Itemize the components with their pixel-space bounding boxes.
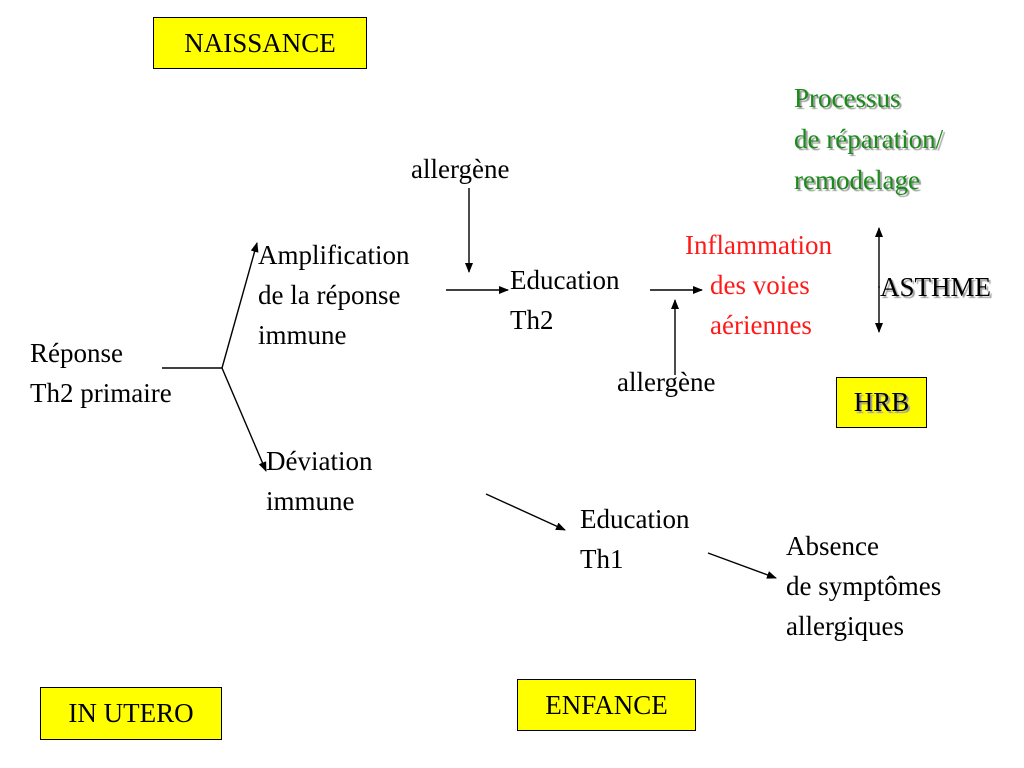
education-th1-node: Education Th1: [580, 499, 689, 579]
hrb-label: HRB: [853, 387, 910, 417]
absence-line-1: Absence: [786, 531, 879, 561]
absence-line-3: allergiques: [786, 611, 904, 641]
naissance-label: NAISSANCE: [184, 27, 336, 58]
inflammation-line-3: aériennes: [710, 310, 812, 340]
deviation-line-1: Déviation: [266, 446, 373, 476]
inflammation-line-2: des voies: [710, 270, 810, 300]
deviation-node: Déviation immune: [266, 441, 372, 521]
education-th1-line-1: Education: [580, 504, 690, 534]
allergene-bottom: allergène: [617, 362, 715, 402]
amplification-line-3: immune: [258, 320, 347, 350]
naissance-box: NAISSANCE: [153, 17, 367, 69]
enfance-box: ENFANCE: [517, 679, 696, 731]
absence-node: Absence de symptômes allergiques: [786, 526, 941, 646]
arrow-deviation-to-th1: [485, 493, 566, 531]
amplification-line-1: Amplification: [258, 240, 410, 270]
enfance-label: ENFANCE: [545, 689, 668, 720]
inflammation-node: Inflammation des voies aériennes: [685, 225, 832, 345]
processus-line-2: de réparation/: [794, 124, 944, 154]
in-utero-label: IN UTERO: [68, 698, 194, 728]
processus-line-1: Processus: [794, 83, 901, 113]
inflammation-line-1: Inflammation: [685, 230, 832, 260]
reponse-th2-primaire: Réponse Th2 primaire: [30, 333, 172, 413]
education-th2-line-2: Th2: [510, 305, 554, 335]
arrow-to-amplification: [221, 242, 259, 369]
deviation-line-2: immune: [266, 486, 355, 516]
amplification-node: Amplification de la réponse immune: [258, 235, 409, 355]
reponse-line-1: Réponse: [30, 338, 123, 368]
absence-line-2: de symptômes: [786, 571, 942, 601]
hrb-box: HRB: [836, 377, 927, 428]
asthme-text: ASTHME: [880, 272, 992, 302]
education-th2-node: Education Th2: [510, 260, 619, 340]
processus-node: Processus de réparation/ remodelage: [794, 78, 943, 201]
in-utero-box: IN UTERO: [40, 687, 222, 740]
allergene-bottom-text: allergène: [617, 367, 716, 397]
asthme-label: ASTHME: [880, 267, 991, 307]
amplification-line-2: de la réponse: [258, 280, 401, 310]
processus-line-3: remodelage: [794, 165, 920, 195]
arrow-th1-to-absence: [707, 552, 777, 579]
reponse-line-2: Th2 primaire: [30, 378, 172, 408]
arrow-to-deviation: [221, 367, 267, 472]
education-th1-line-2: Th1: [580, 544, 624, 574]
education-th2-line-1: Education: [510, 265, 620, 295]
allergene-top-text: allergène: [411, 154, 510, 184]
allergene-top: allergène: [411, 149, 509, 189]
